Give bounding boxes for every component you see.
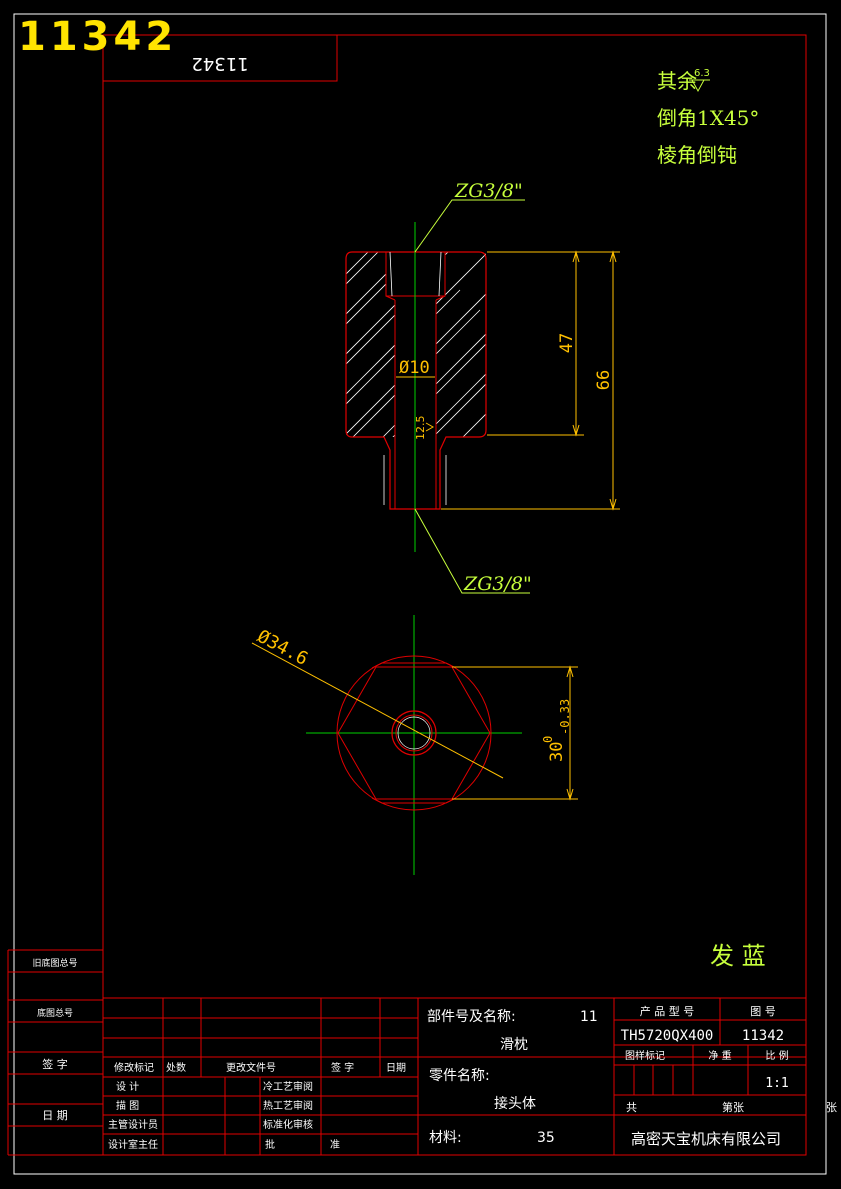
product-model-value: TH5720QX400	[621, 1028, 714, 1044]
drawing-no-value: 11342	[742, 1028, 784, 1044]
finish-note: 发 蓝	[710, 942, 766, 970]
total-label: 共	[626, 1101, 637, 1114]
dim-66-label: 66	[594, 370, 614, 390]
drawing-number-rotated: 11342	[191, 53, 248, 74]
drawing-no-label: 图 号	[750, 1005, 776, 1018]
strip-signature-label: 签 字	[42, 1057, 68, 1071]
strip-date-label: 日 期	[42, 1109, 68, 1122]
drawing-label: 描 图	[116, 1099, 139, 1112]
section-hatch	[346, 252, 486, 437]
part-no-label: 部件号及名称:	[427, 1009, 516, 1025]
top-view: Ø34.6 30 0 -0.33	[251, 615, 578, 875]
across-corners-dim-line	[251, 642, 504, 779]
drawing-number-large: 11342	[18, 14, 177, 60]
thread-outer-circle	[391, 710, 437, 756]
product-model-label: 产 品 型 号	[640, 1004, 695, 1018]
old-drawing-no-label: 旧底图总号	[32, 957, 77, 969]
bore-circle	[397, 716, 431, 750]
outer-frame	[13, 13, 827, 1175]
approve2-label: 准	[330, 1139, 340, 1151]
hex-chamfer	[371, 662, 457, 804]
std-review-label: 标准化审核	[263, 1118, 313, 1131]
design-lead-label: 设计室主任	[108, 1138, 158, 1151]
roughness-symbol-icon-2	[425, 422, 435, 432]
approve-label: 批	[265, 1138, 275, 1151]
chief-design-label: 主管设计员	[108, 1118, 158, 1131]
section-view: Ø10 12.5 47 66 ZG3/8" ZG3/8"	[345, 180, 620, 595]
note-chamfer: 倒角1X45°	[657, 106, 759, 130]
left-strip	[7, 949, 103, 1156]
part-outline	[345, 251, 487, 510]
tb-date-label: 日期	[386, 1062, 406, 1074]
part-name-label: 零件名称:	[429, 1068, 490, 1084]
note-deburr: 棱角倒钝	[657, 143, 737, 167]
title-block-grid	[103, 997, 806, 1155]
through-bore	[385, 295, 446, 509]
sheet-label: 第张	[722, 1100, 744, 1114]
dim-47-label: 47	[557, 333, 577, 353]
change-doc-label: 更改文件号	[226, 1061, 276, 1074]
material-value: 35	[537, 1130, 555, 1146]
bore-roughness-label: 12.5	[414, 416, 427, 441]
note-other-surfaces: 其余	[657, 69, 697, 93]
process-review-label: 冷工艺审阅	[263, 1080, 313, 1093]
scale-label: 比 例	[765, 1049, 788, 1062]
tb-signature-label: 签 字	[331, 1061, 354, 1074]
base-drawing-no-label: 底图总号	[37, 1007, 73, 1019]
hot-review-label: 热工艺审阅	[263, 1099, 313, 1112]
thread-bottom-leader	[414, 508, 530, 594]
count-label: 处数	[166, 1061, 186, 1074]
sheet-suffix-label: 张	[826, 1101, 837, 1114]
dim-47-arrows	[572, 250, 580, 437]
thread-lines	[383, 251, 447, 505]
net-weight-label: 净 重	[708, 1049, 731, 1062]
roughness-symbol-icon	[689, 79, 710, 93]
thread-bottom-label: ZG3/8"	[463, 573, 532, 595]
thread-top-label: ZG3/8"	[454, 180, 523, 202]
company-name: 高密天宝机床有限公司	[631, 1130, 781, 1148]
bore-diameter-label: Ø10	[399, 358, 430, 378]
material-label: 材料:	[429, 1130, 462, 1146]
part-no-value: 11	[580, 1009, 598, 1025]
number-box	[103, 34, 338, 82]
thread-top-leader	[414, 199, 525, 253]
across-flats-arrows	[566, 665, 574, 801]
across-flats-tol-lower: -0.33	[558, 699, 572, 735]
across-corners-label: Ø34.6	[254, 626, 312, 670]
inner-frame	[102, 34, 807, 1156]
dim-66-arrows	[609, 250, 617, 511]
across-flats-label: 30	[547, 742, 567, 762]
rev-mark-label: 修改标记	[114, 1061, 154, 1074]
part-name-value: 接头体	[494, 1095, 536, 1112]
scale-value: 1:1	[765, 1076, 788, 1091]
across-corners-circle	[336, 655, 492, 811]
title-block-labels: 修改标记 处数 更改文件号 签 字 日期 设 计 描 图 主管设计员 设计室主任…	[108, 1061, 406, 1151]
sample-mark-label: 图样标记	[625, 1049, 665, 1062]
thread-inner-circle	[395, 714, 433, 752]
across-flats-tol-upper: 0	[541, 736, 555, 743]
assembly-name: 滑枕	[500, 1036, 528, 1053]
note-roughness-value: 6.3	[694, 68, 710, 79]
design-label: 设 计	[116, 1080, 139, 1093]
